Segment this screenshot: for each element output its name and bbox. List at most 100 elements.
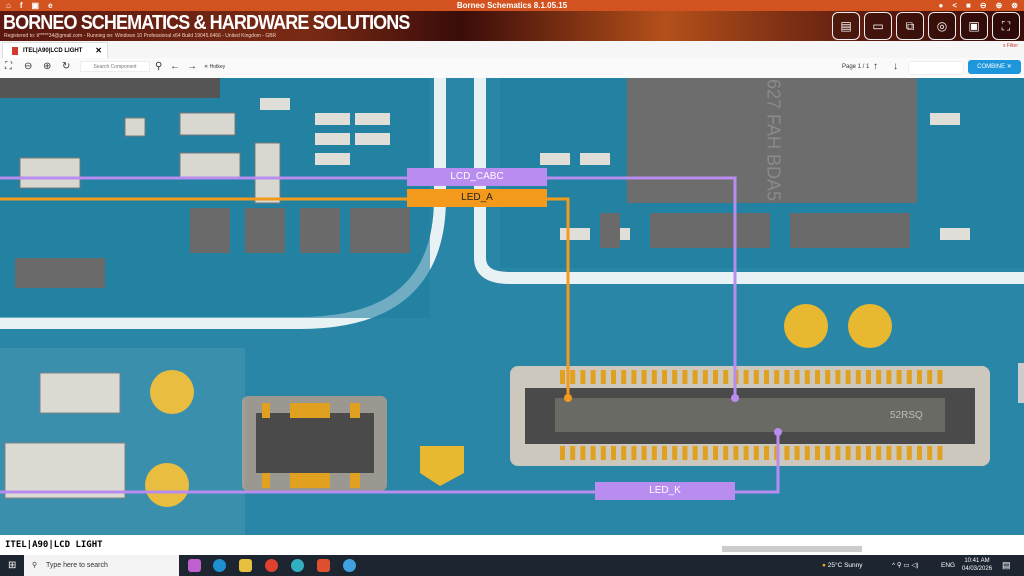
weather-widget[interactable]: ● 25°C Sunny bbox=[822, 562, 863, 569]
connector-pin bbox=[866, 370, 871, 384]
start-button[interactable]: ⊞ bbox=[8, 560, 17, 571]
copilot-icon[interactable] bbox=[188, 559, 201, 572]
vertical-scrollbar[interactable] bbox=[1018, 363, 1024, 403]
connector-pin bbox=[917, 370, 922, 384]
home-icon[interactable]: ⌂ bbox=[6, 1, 11, 10]
connector-pin bbox=[580, 446, 586, 460]
connector-pin bbox=[662, 446, 667, 460]
tab-label: ITEL|A90|LCD LIGHT bbox=[23, 47, 83, 54]
net-label-led-a[interactable]: LED_A bbox=[407, 189, 547, 207]
connector-pin bbox=[906, 370, 912, 384]
horizontal-scrollbar[interactable] bbox=[722, 546, 862, 552]
connector-pin bbox=[682, 446, 688, 460]
facebook-icon[interactable]: f bbox=[19, 1, 23, 10]
maximize-button[interactable]: ⊕ bbox=[995, 1, 1003, 10]
camera-app-icon[interactable] bbox=[343, 559, 356, 572]
share-icon[interactable]: < bbox=[952, 1, 958, 10]
connector-pin bbox=[621, 446, 627, 460]
connector-pin bbox=[866, 446, 871, 460]
hotkey-toggle[interactable]: ✕ Hotkey bbox=[204, 64, 226, 70]
connector-pin bbox=[672, 446, 678, 460]
secondary-input[interactable] bbox=[908, 61, 964, 75]
net-label-lcd-cabc[interactable]: LCD_CABC bbox=[407, 168, 547, 186]
youtube-icon[interactable]: ▣ bbox=[31, 1, 40, 10]
search-component-input[interactable]: Search Component bbox=[80, 61, 150, 72]
chip-marking: 627 FAH BDA5 bbox=[763, 79, 783, 201]
close-tab-icon[interactable]: ✕ bbox=[95, 46, 102, 55]
schematic-icon: ▤ bbox=[840, 19, 852, 33]
devices-button[interactable]: ⧉ bbox=[896, 12, 924, 40]
close-button[interactable]: ⊗ bbox=[1011, 1, 1018, 10]
laptop-button[interactable]: ▭ bbox=[864, 12, 892, 40]
edge-icon[interactable] bbox=[213, 559, 226, 572]
ic-chip bbox=[627, 78, 917, 203]
minimize-button[interactable]: ⊖ bbox=[979, 1, 987, 10]
window-button[interactable]: ▣ bbox=[960, 12, 988, 40]
filter-button[interactable]: x Filter bbox=[1003, 43, 1018, 49]
connector-pin bbox=[855, 446, 861, 460]
language-indicator[interactable]: ENG bbox=[941, 562, 956, 569]
connector-pin bbox=[886, 370, 892, 384]
zoom-in-icon[interactable]: ⊕ bbox=[43, 61, 52, 72]
pcb-view[interactable]: 627 FAH BDA5 52RSQ LCD_CABC LED_A LED_K bbox=[0, 78, 1024, 535]
connector-pin bbox=[651, 370, 657, 384]
window-title: Borneo Schematics 8.1.05.15 bbox=[456, 1, 568, 10]
connector-pin bbox=[631, 446, 637, 460]
browser-icon[interactable]: e bbox=[48, 1, 53, 10]
connector-pin bbox=[825, 446, 831, 460]
connector-pin bbox=[845, 370, 851, 384]
trace-led-a bbox=[0, 197, 570, 398]
connector-pin bbox=[794, 370, 800, 384]
connector-pin bbox=[560, 370, 565, 384]
connector-pin bbox=[804, 446, 810, 460]
file-explorer-icon[interactable] bbox=[239, 559, 252, 572]
net-label-led-k[interactable]: LED_K bbox=[595, 482, 735, 500]
connector-pin bbox=[723, 370, 729, 384]
search-icon: ⚲ bbox=[32, 562, 38, 569]
app-icon[interactable] bbox=[291, 559, 304, 572]
connector-pin bbox=[835, 446, 841, 460]
forward-arrow-icon[interactable]: → bbox=[187, 61, 197, 72]
notification-icon[interactable]: ▤ bbox=[1002, 560, 1011, 570]
fit-screen-icon[interactable]: ⛶ bbox=[5, 61, 12, 72]
schematic-button[interactable]: ▤ bbox=[832, 12, 860, 40]
combine-button[interactable]: COMBINE ✕ bbox=[968, 60, 1021, 74]
pdf-icon bbox=[12, 46, 18, 55]
chrome-icon[interactable] bbox=[265, 559, 278, 572]
toolbar: ⛶ ⊖ ⊕ ↻ Search Component ⚲ ← → ✕ Hotkey … bbox=[0, 58, 1024, 78]
page-down-icon[interactable]: ↓ bbox=[893, 61, 898, 72]
tab-itel-a90[interactable]: ITEL|A90|LCD LIGHT ✕ bbox=[2, 42, 108, 58]
connector-pin bbox=[825, 370, 831, 384]
borneo-app-icon[interactable] bbox=[317, 559, 330, 572]
capture-button[interactable]: ⛶ bbox=[992, 12, 1020, 40]
connector-pin bbox=[896, 370, 902, 384]
connector-pin bbox=[621, 370, 627, 384]
taskbar-search[interactable]: ⚲Type here to search bbox=[24, 555, 179, 576]
page-up-icon[interactable]: ↑ bbox=[873, 61, 878, 72]
devices-icon: ⧉ bbox=[905, 18, 915, 33]
zoom-out-icon[interactable]: ⊖ bbox=[24, 61, 33, 72]
search-icon[interactable]: ⚲ bbox=[155, 61, 163, 72]
registration-info: Registered to: ti*****34@gmail.com - Run… bbox=[4, 33, 277, 39]
connector-pin bbox=[753, 370, 759, 384]
connector-pin bbox=[733, 446, 739, 460]
zoom-search-button[interactable]: ◎ bbox=[928, 12, 956, 40]
connector-pin bbox=[641, 446, 647, 460]
connector-pin bbox=[611, 446, 616, 460]
trace-lcd-cabc bbox=[0, 176, 737, 398]
title-bar: ⌂ f ▣ e Borneo Schematics 8.1.05.15 ● < ■ ⊖ ⊕ ⊗ bbox=[0, 0, 1024, 11]
user-icon[interactable]: ● bbox=[938, 1, 944, 10]
connector-pin bbox=[580, 370, 586, 384]
connector-pin bbox=[886, 446, 892, 460]
video-icon[interactable]: ■ bbox=[966, 1, 971, 10]
back-arrow-icon[interactable]: ← bbox=[170, 61, 180, 72]
rotate-icon[interactable]: ↻ bbox=[62, 61, 71, 72]
connector-pin bbox=[845, 446, 851, 460]
connector-pin bbox=[917, 446, 922, 460]
tray-icons[interactable]: ^ ⚲ ▭ ◁) bbox=[892, 562, 919, 569]
connector-pin bbox=[682, 370, 688, 384]
connector-pin bbox=[937, 446, 943, 460]
connector-pin bbox=[876, 446, 882, 460]
connector-pin bbox=[570, 370, 576, 384]
